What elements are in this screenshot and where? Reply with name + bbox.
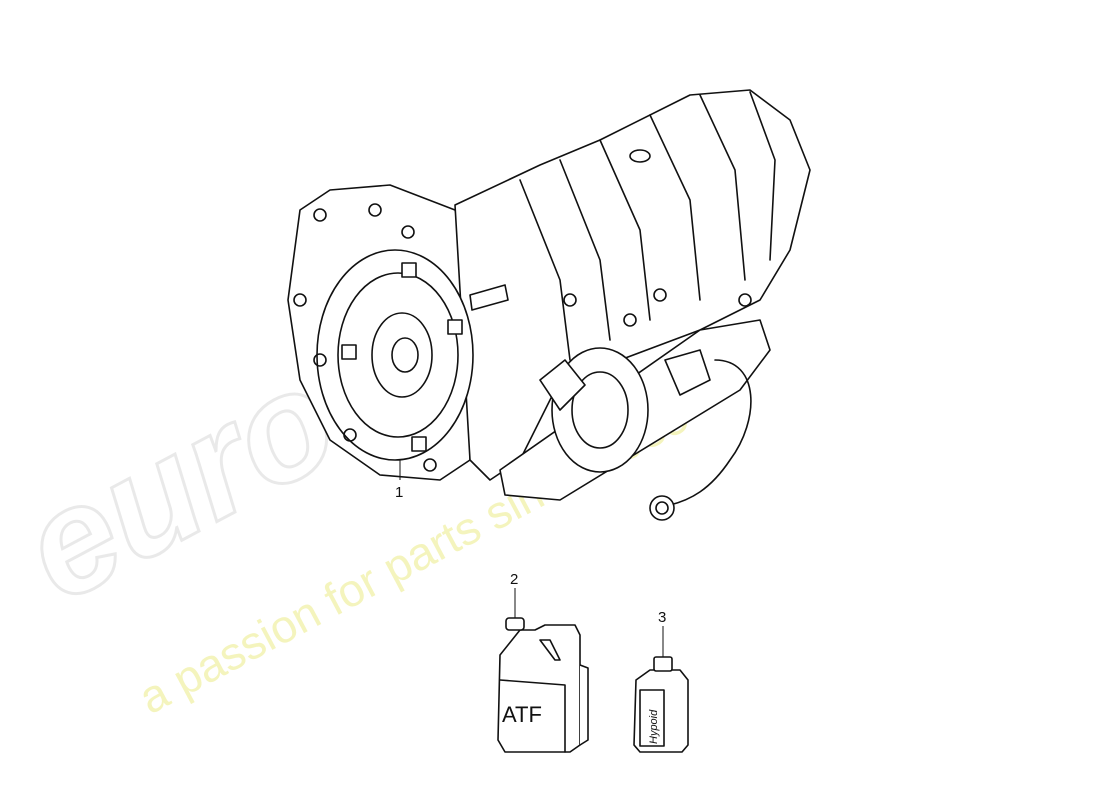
atf-container-drawing: ATF <box>497 617 589 753</box>
hypoid-label: Hypoid <box>648 709 660 744</box>
callout-3: 3 <box>658 609 666 657</box>
svg-text:2: 2 <box>510 571 518 588</box>
atf-label: ATF <box>502 702 542 727</box>
svg-text:3: 3 <box>658 609 666 626</box>
callout-2: 2 <box>510 571 518 618</box>
hypoid-bottle-drawing: Hypoid <box>633 656 689 753</box>
svg-text:1: 1 <box>395 484 403 501</box>
transmission-drawing <box>287 89 811 521</box>
callout-1: 1 <box>395 460 403 501</box>
